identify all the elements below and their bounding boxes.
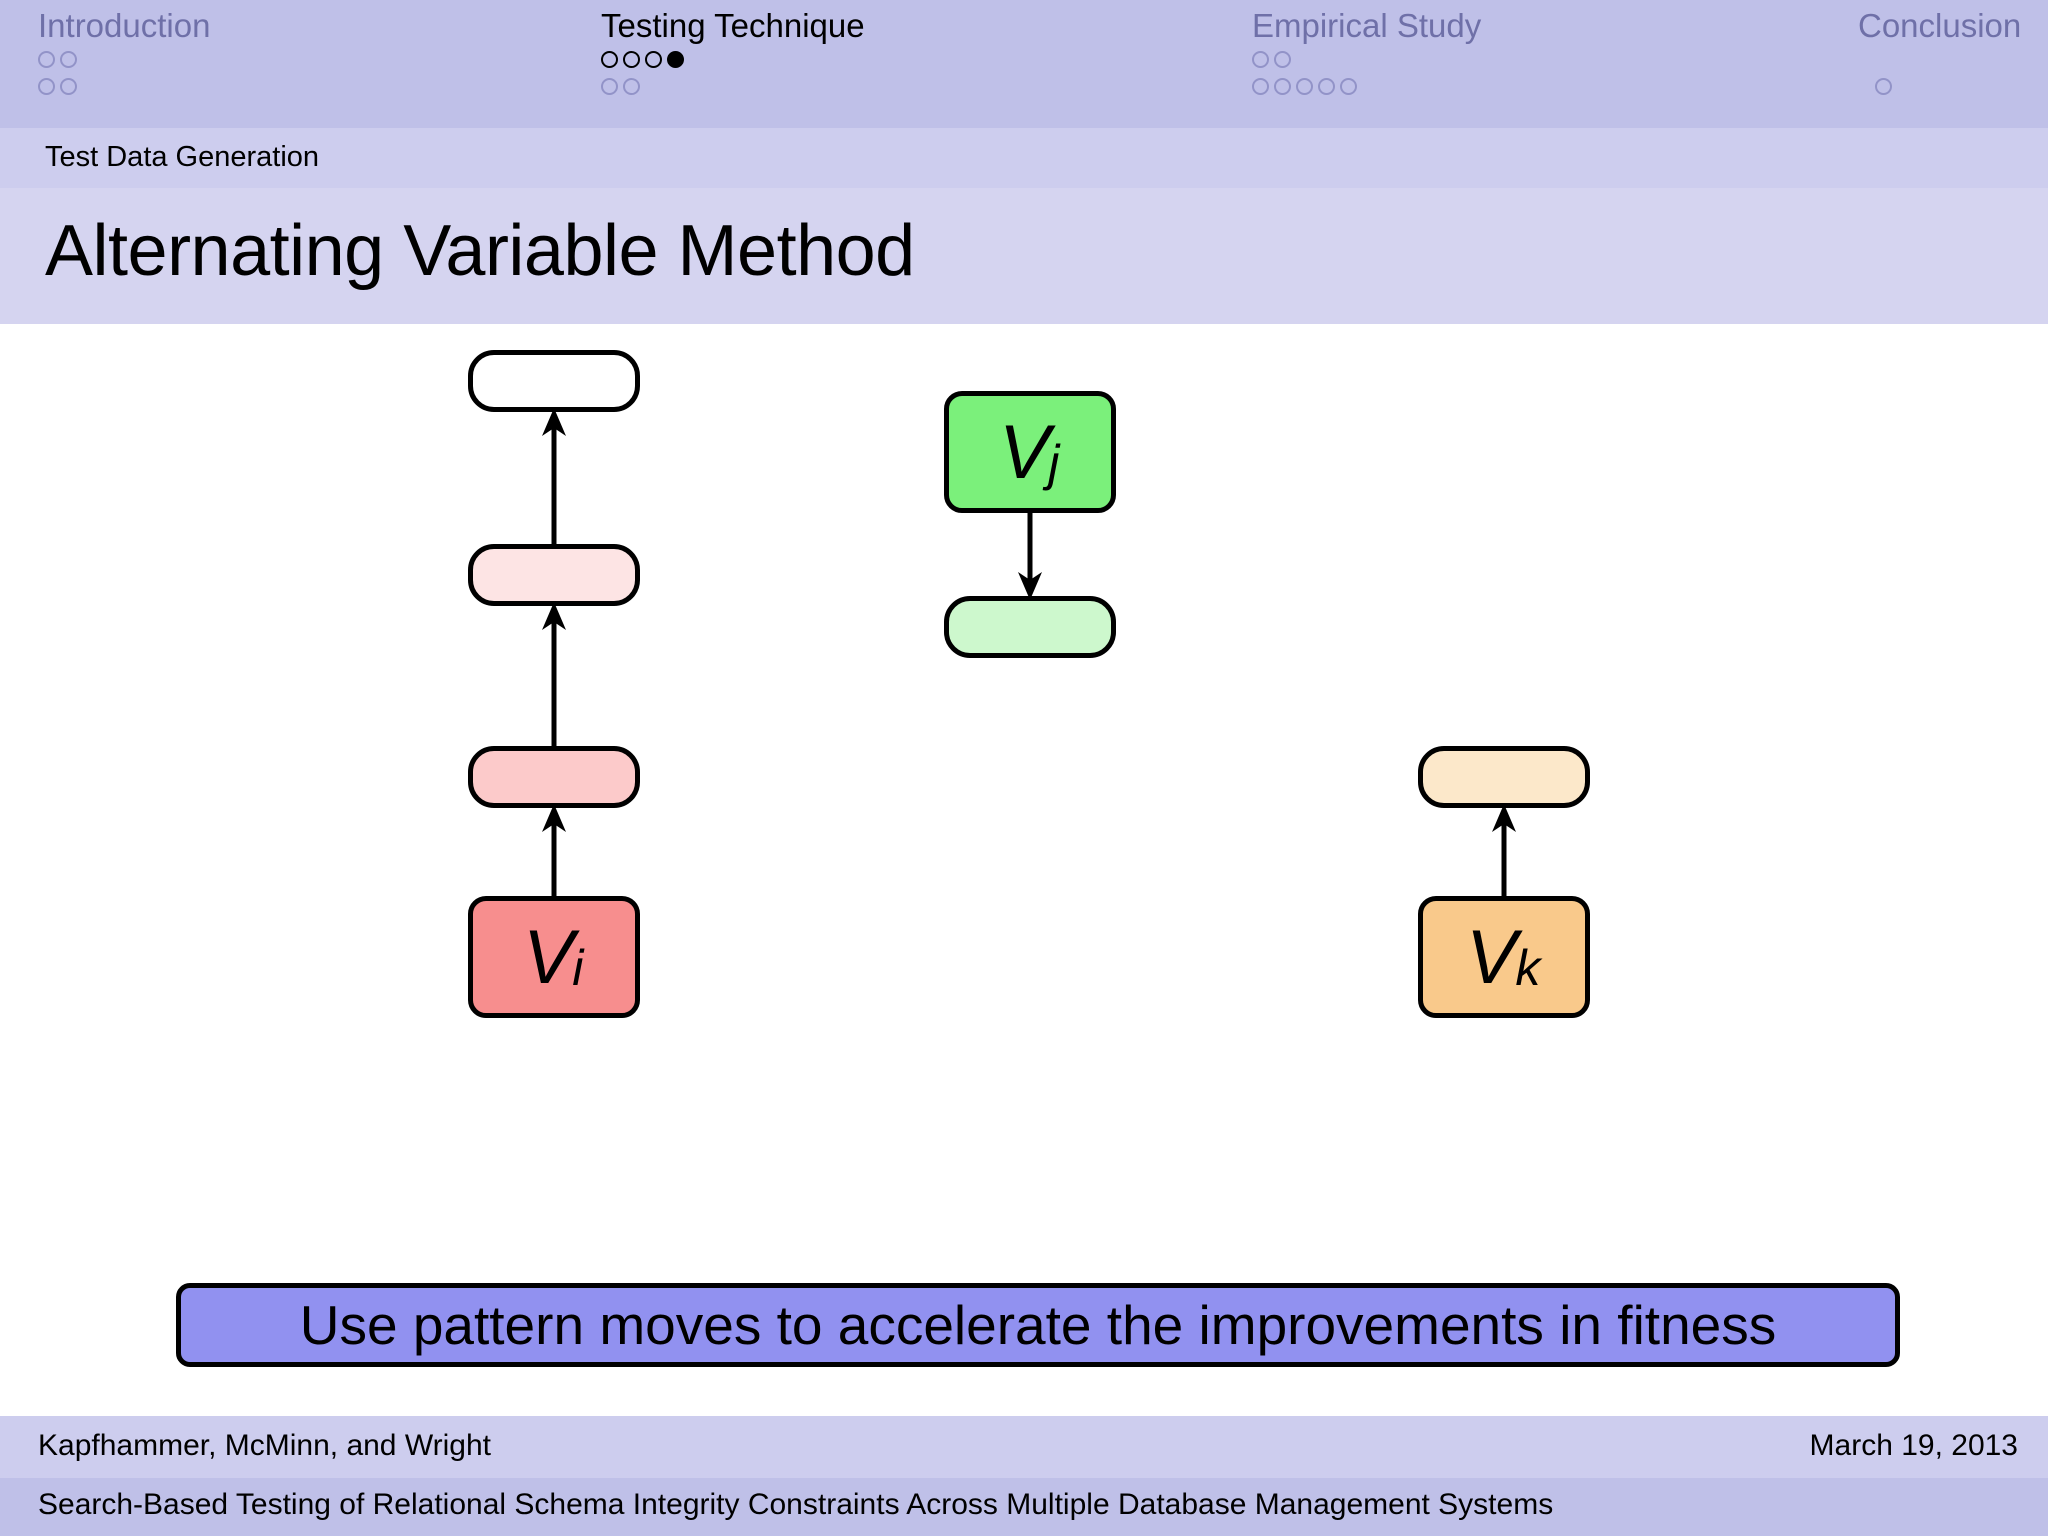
nav-dots-row-2 [601,74,865,100]
nav-dots-row-2 [38,74,210,100]
arrow-vi-to-step1 [542,804,566,896]
nav-dot[interactable] [623,78,640,96]
nav-section-introduction[interactable]: Introduction [38,6,210,100]
nav-dot[interactable] [1296,78,1313,96]
nav-dot[interactable] [60,78,77,96]
diagram-arrows [542,408,1516,896]
page-title: Alternating Variable Method [45,211,915,291]
navigation-bar: Introduction Testing Technique Empirical… [0,0,2048,128]
footer-paper-title: Search-Based Testing of Relational Schem… [38,1488,1554,1521]
arrow-vk-to-step1 [1492,804,1516,896]
subsection-label: Test Data Generation [45,141,320,173]
node-vi-result[interactable] [468,350,640,412]
nav-dot-current[interactable] [667,51,684,69]
arrow-vj-to-step1 [1018,510,1042,600]
callout-text: Use pattern moves to accelerate the impr… [299,1294,1777,1356]
nav-dot[interactable] [1274,51,1291,69]
nav-dot[interactable] [645,51,662,69]
nav-section-label: Testing Technique [601,7,865,44]
node-variable-i-subscript: i [572,940,584,997]
nav-section-conclusion[interactable]: Conclusion [1858,6,2021,100]
nav-dot[interactable] [1274,78,1291,96]
node-variable-j-letter: V [999,409,1050,495]
arrow-step1-to-step2 [542,602,566,749]
nav-dot[interactable] [1340,78,1357,96]
nav-dots-row-1 [1858,47,2021,73]
nav-section-testing-technique[interactable]: Testing Technique [601,6,865,100]
nav-dot[interactable] [1252,51,1269,69]
nav-dots-row-2 [1252,74,1481,100]
arrow-step2-to-result [542,408,566,549]
footer-date: March 19, 2013 [1809,1429,2018,1462]
nav-section-empirical-study[interactable]: Empirical Study [1252,6,1481,100]
node-vj-step-1[interactable] [944,596,1116,658]
node-vk-step-1[interactable] [1418,746,1590,808]
footer-top-band: Kapfhammer, McMinn, and Wright March 19,… [0,1416,2048,1478]
nav-dot[interactable] [601,51,618,69]
title-band: Alternating Variable Method [0,188,2048,324]
nav-section-label: Conclusion [1858,7,2022,44]
nav-dot[interactable] [1875,78,1892,96]
node-variable-k-letter: V [1466,914,1517,1000]
nav-dots-row-2 [1858,74,2021,100]
nav-dot[interactable] [601,78,618,96]
node-vi-step-1[interactable] [468,746,640,808]
node-vi-step-2[interactable] [468,544,640,606]
nav-dots-row-1 [601,47,865,73]
nav-dots-row-1 [38,47,210,73]
footer-authors: Kapfhammer, McMinn, and Wright [38,1429,491,1462]
nav-dots-row-1 [1252,47,1481,73]
nav-section-label: Introduction [38,7,211,44]
node-variable-j-subscript: j [1048,435,1060,492]
nav-dot[interactable] [1318,78,1335,96]
footer-bottom-band: Search-Based Testing of Relational Schem… [0,1478,2048,1536]
nav-dot[interactable] [38,78,55,96]
node-variable-i-letter: V [523,914,574,1000]
nav-dot[interactable] [38,51,55,69]
nav-dot[interactable] [60,51,77,69]
subsection-bar: Test Data Generation [0,128,2048,188]
nav-dot[interactable] [1252,78,1269,96]
node-variable-k-subscript: k [1515,940,1541,997]
nav-dot[interactable] [623,51,640,69]
callout-box: Use pattern moves to accelerate the impr… [176,1283,1900,1367]
nav-section-label: Empirical Study [1252,7,1482,44]
